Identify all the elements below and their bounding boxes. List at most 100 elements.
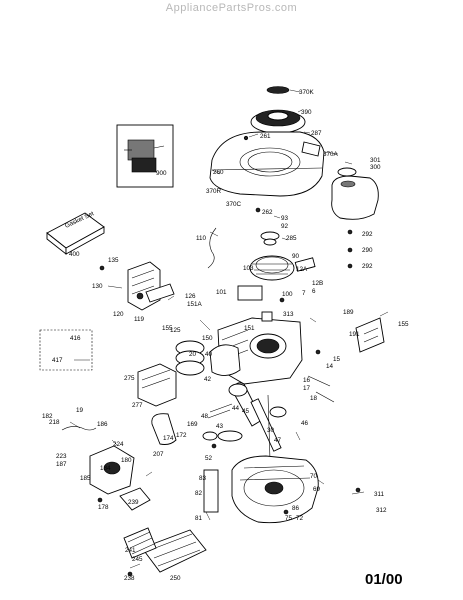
- part-label: 370K: [299, 89, 315, 96]
- part-label: 184: [100, 465, 111, 472]
- leader-lines: [69, 89, 389, 569]
- part-label: 370C: [226, 201, 242, 208]
- part-label: 191: [349, 331, 360, 338]
- part-label: 900: [156, 170, 167, 177]
- part-label: 182: [42, 413, 53, 420]
- part-label: 83: [199, 475, 207, 482]
- recoil-starter-assembly: [209, 86, 325, 197]
- part-label: 12B: [312, 280, 323, 287]
- part-label: 18: [310, 395, 318, 402]
- piston-assembly: [175, 340, 241, 376]
- part-label: 275: [124, 375, 135, 382]
- part-label: 187: [56, 461, 67, 468]
- part-label: 172: [176, 432, 187, 439]
- part-label: 12A: [296, 266, 308, 273]
- part-label: 82: [195, 490, 203, 497]
- part-label: 312: [376, 507, 387, 514]
- part-label: 92: [281, 223, 289, 230]
- part-label: 20: [189, 351, 197, 358]
- part-label: 93: [281, 215, 289, 222]
- muffler: [123, 527, 207, 573]
- part-label: 155: [162, 325, 173, 332]
- part-label: 46: [301, 420, 309, 427]
- part-label: 52: [205, 455, 213, 462]
- part-label: 151A: [187, 301, 203, 308]
- part-label: 30: [267, 427, 275, 434]
- part-label: 119: [134, 316, 145, 323]
- part-label: 70: [310, 473, 318, 480]
- part-label: 15: [333, 356, 341, 363]
- part-label: 417: [52, 357, 63, 364]
- part-label: 40: [205, 351, 213, 358]
- part-label: 45: [242, 408, 250, 415]
- part-label: 178: [98, 504, 109, 511]
- part-label: 400: [69, 251, 80, 258]
- part-label: 262: [262, 209, 273, 216]
- air-filter: [137, 363, 177, 445]
- part-label: 103: [243, 265, 254, 272]
- part-label: 17: [303, 385, 311, 392]
- part-label: 290: [362, 247, 373, 254]
- part-label: 186: [97, 421, 108, 428]
- part-label: 155: [398, 321, 409, 328]
- part-label: 189: [343, 309, 354, 316]
- part-label: 174: [163, 435, 174, 442]
- part-label: 120: [113, 311, 124, 318]
- part-label: 207: [153, 451, 164, 458]
- crankshaft: [217, 382, 287, 461]
- part-label: 81: [195, 515, 203, 522]
- part-label: 19: [76, 407, 84, 414]
- part-label: 287: [311, 130, 322, 137]
- part-label: 72: [296, 515, 304, 522]
- part-label: 238: [124, 575, 135, 582]
- flywheel-assembly: [207, 227, 316, 301]
- watermark: AppliancePartsPros.com: [165, 2, 298, 14]
- part-label: 47: [274, 437, 282, 444]
- part-label: 130: [92, 283, 103, 290]
- part-label: 390: [301, 109, 312, 116]
- valve-inset-box: [39, 329, 93, 371]
- part-label: 370A: [323, 151, 339, 158]
- part-label: 14: [326, 363, 334, 370]
- part-label: 285: [286, 235, 297, 242]
- part-label: 86: [292, 505, 300, 512]
- gasket-set-box: Gasket Set: [46, 210, 105, 255]
- cylinder-head: [127, 261, 175, 311]
- governor-linkage: [307, 317, 385, 403]
- part-label: 7: [302, 290, 306, 297]
- part-label: 245: [132, 556, 143, 563]
- part-label: 43: [216, 423, 224, 430]
- part-label: 300: [370, 164, 381, 171]
- part-label: 239: [128, 499, 139, 506]
- part-label: 151: [244, 325, 255, 332]
- part-label: 169: [187, 421, 198, 428]
- part-label: 223: [56, 453, 67, 460]
- part-label: 185: [80, 475, 91, 482]
- part-label: 101: [216, 289, 227, 296]
- part-label: 135: [108, 257, 119, 264]
- part-label: 292: [362, 263, 373, 270]
- part-label: 48: [201, 413, 209, 420]
- part-label: 100: [282, 291, 293, 298]
- part-label: 180: [121, 457, 132, 464]
- part-label: 75: [285, 515, 293, 522]
- oil-sump: [203, 455, 319, 524]
- date-code: 01/00: [365, 571, 403, 588]
- part-label: 16: [303, 377, 311, 384]
- part-label: 261: [260, 133, 271, 140]
- part-label: 313: [283, 311, 294, 318]
- part-label: 125: [170, 327, 181, 334]
- part-label: 311: [374, 491, 385, 498]
- part-label: 277: [132, 402, 143, 409]
- part-label: 90: [292, 253, 300, 260]
- part-label: 126: [185, 293, 196, 300]
- camshaft: [202, 403, 233, 441]
- part-label: 44: [232, 405, 240, 412]
- part-label: 301: [370, 157, 381, 164]
- part-label: 224: [113, 441, 124, 448]
- engine-inset: [116, 124, 174, 188]
- part-label: 260: [213, 169, 224, 176]
